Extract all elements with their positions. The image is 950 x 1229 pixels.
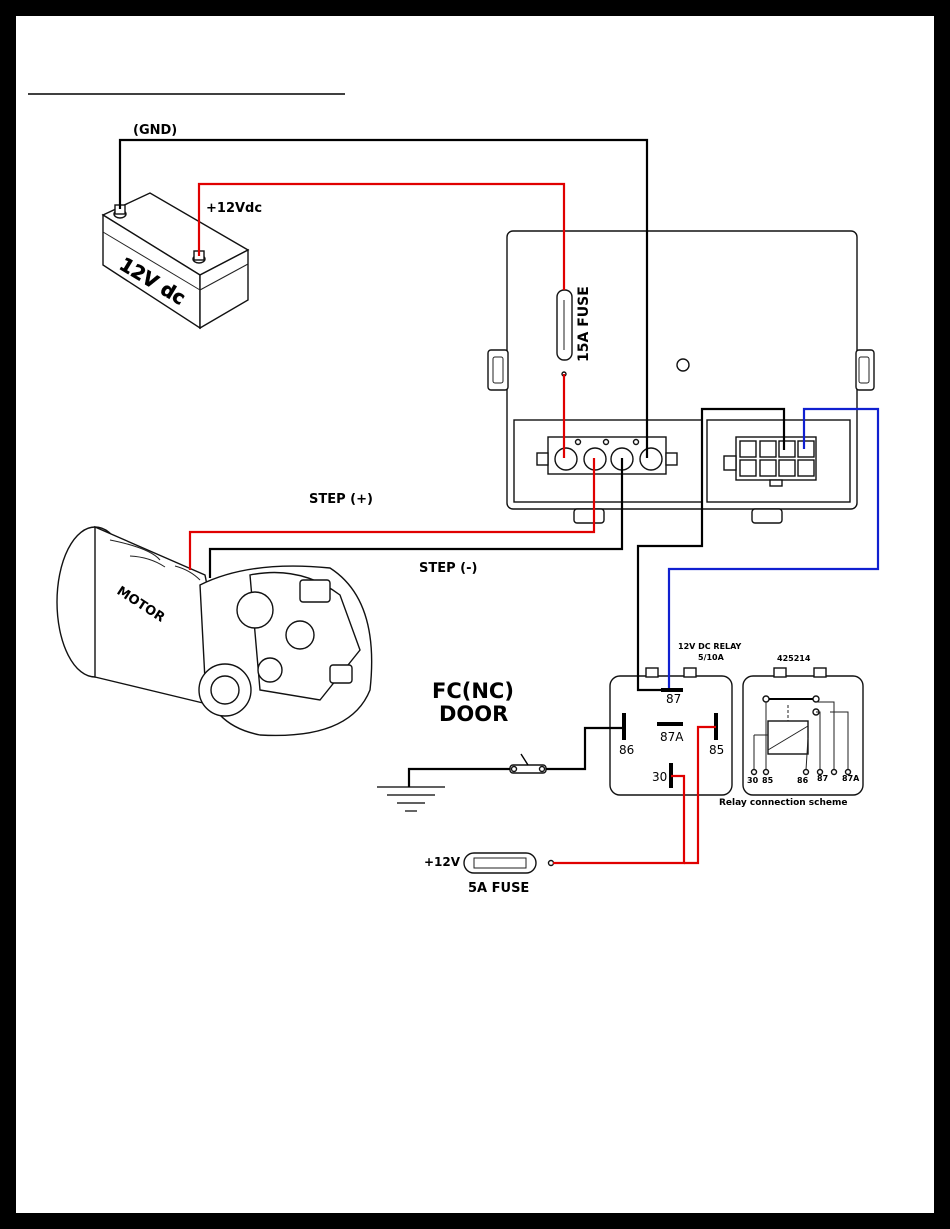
relay-scheme-caption: Relay connection scheme — [719, 798, 847, 808]
door-switch-label-line1: FC(NC) — [432, 679, 514, 703]
fuse-5a-label: 5A FUSE — [468, 881, 529, 896]
supply-voltage-label: +12V — [424, 855, 461, 869]
relay-title-line1: 12V DC RELAY — [678, 642, 742, 651]
motor: MOTOR — [57, 527, 372, 735]
relay-pin-30: 30 — [652, 770, 667, 784]
diagram-sheet: 12V dc (GND) +12Vdc — [16, 16, 934, 1213]
control-unit — [488, 231, 874, 523]
ground-return-wire — [409, 769, 510, 787]
wiring-diagram: 12V dc (GND) +12Vdc — [16, 16, 934, 1213]
relay-part-number: 425214 — [777, 654, 811, 663]
relay-pin-87: 87 — [666, 692, 681, 706]
positive-label: +12Vdc — [206, 201, 262, 216]
relay-pin-87a: 87A — [660, 730, 684, 744]
fuse-5a-icon — [464, 853, 554, 873]
relay-pin-86: 86 — [619, 743, 634, 757]
ground-label: (GND) — [133, 123, 177, 138]
scheme-pin-87: 87 — [817, 774, 828, 783]
ground-symbol-icon — [377, 787, 445, 811]
relay-title-line2: 5/10A — [698, 653, 725, 662]
relay-pin-85: 85 — [709, 743, 724, 757]
scheme-pin-86: 86 — [797, 776, 809, 785]
step-plus-label: STEP (+) — [309, 492, 373, 507]
step-minus-label: STEP (-) — [419, 561, 477, 576]
door-switch-label-line2: DOOR — [439, 702, 508, 726]
door-switch-icon — [510, 754, 546, 773]
fuse-15a-label: 15A FUSE — [576, 286, 592, 362]
scheme-pin-85: 85 — [762, 776, 774, 785]
scheme-pin-87a: 87A — [842, 774, 860, 783]
scheme-pin-30: 30 — [747, 776, 759, 785]
